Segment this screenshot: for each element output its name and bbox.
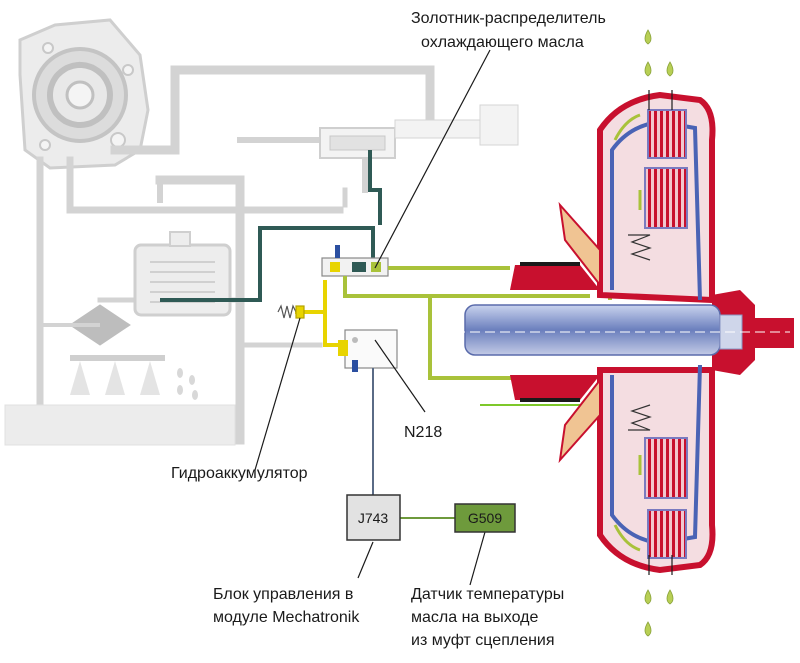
leader-lines	[254, 49, 491, 586]
g509-sensor: G509	[454, 503, 516, 533]
sensor-label-line1: Датчик температуры	[411, 586, 565, 603]
main-valve-block	[319, 104, 519, 159]
oil-pump-icon	[18, 18, 150, 170]
oil-cooler-icon	[133, 231, 232, 317]
n218-label: N218	[404, 424, 443, 441]
sensor-label-line2: масла на выходе	[411, 609, 539, 626]
oil-filter-icon	[40, 304, 131, 346]
hydraulic-system	[18, 18, 435, 445]
n218-solenoid-icon	[338, 329, 398, 372]
g509-label: G509	[468, 510, 502, 526]
lubrication-sprays	[70, 355, 198, 400]
cooling-valve-label-line1: Золотник-распределитель	[411, 10, 606, 27]
oil-drops-icon	[644, 29, 674, 637]
pressure-line	[160, 226, 375, 302]
accumulator-label: Гидроаккумулятор	[171, 465, 308, 482]
j743-control-unit: J743	[346, 494, 401, 541]
accumulator-spring-icon	[277, 304, 305, 319]
sensor-label-line3: из муфт сцепления	[411, 632, 555, 649]
dual-clutch-assembly	[455, 90, 794, 575]
cooling-valve-label-line2: охлаждающего масла	[421, 34, 584, 51]
control-unit-label-line2: модуле Mechatronik	[213, 609, 360, 626]
cooling-oil-valve-icon	[321, 245, 389, 277]
control-pressure-lines	[295, 263, 345, 347]
j743-label: J743	[358, 510, 389, 526]
control-unit-label-line1: Блок управления в	[213, 586, 354, 603]
oil-sump	[4, 404, 236, 446]
